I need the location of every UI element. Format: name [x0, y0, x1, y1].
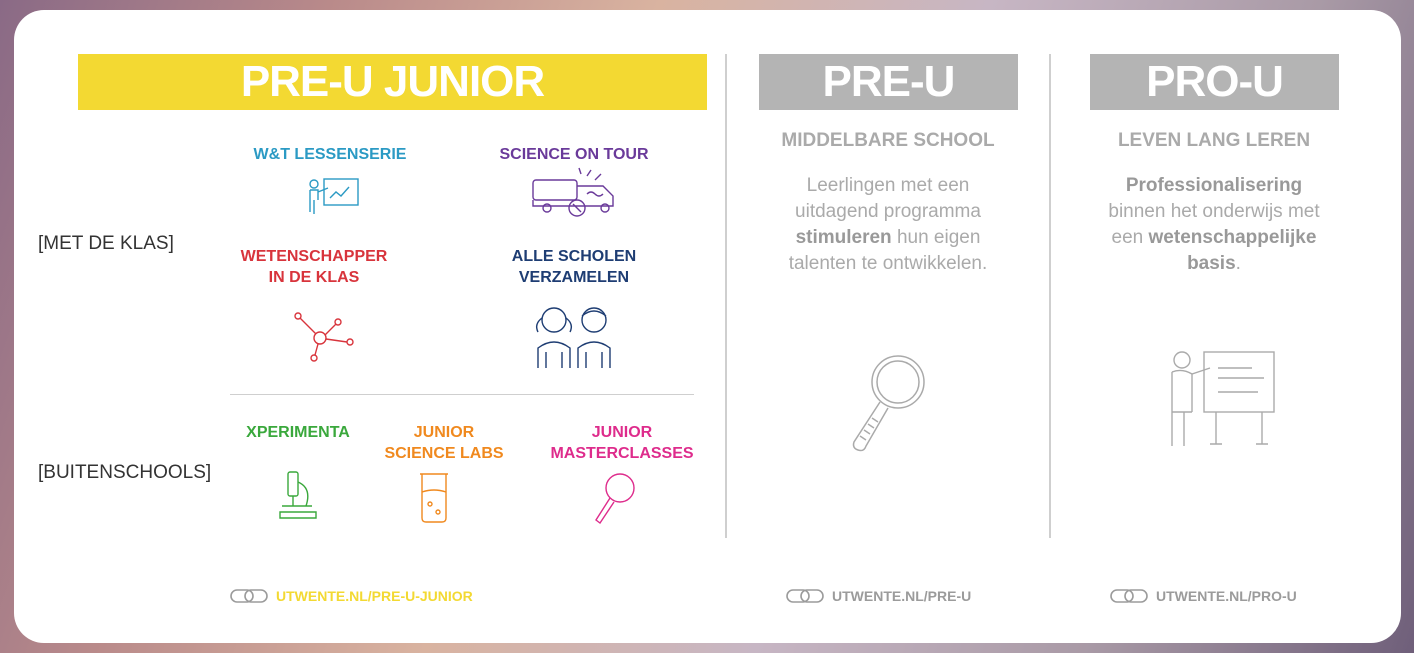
item-junior-masterclasses[interactable]: JUNIOR MASTERCLASSES	[550, 424, 694, 462]
programs-card: PRE-U JUNIOR [MET DE KLAS] [BUITENSCHOOL…	[14, 10, 1401, 643]
link-pre-u[interactable]: UTWENTE.NL/PRE-U	[786, 588, 971, 604]
beaker-icon	[420, 473, 448, 523]
molecule-icon	[294, 312, 354, 362]
pre-u-banner: PRE-U	[759, 54, 1018, 110]
pre-u-title: PRE-U	[822, 57, 956, 106]
pro-u-subtitle: LEVEN LANG LEREN	[1117, 130, 1311, 151]
column-divider-1	[725, 54, 727, 538]
link-icon	[230, 589, 268, 603]
magnifier-icon	[852, 355, 925, 452]
children-icon	[535, 307, 611, 368]
item-wt-lessenserie[interactable]: W&T LESSENSERIE	[253, 146, 407, 163]
junior-divider	[230, 394, 694, 395]
teacher-board-icon	[309, 178, 359, 214]
presenter-board-icon	[1171, 351, 1275, 446]
pro-u-title: PRO-U	[1146, 57, 1284, 106]
pre-u-description: Leerlingen met een uitdagend programma s…	[788, 175, 988, 274]
pro-u-banner: PRO-U	[1090, 54, 1339, 110]
row-label-met-de-klas: [MET DE KLAS]	[38, 233, 174, 254]
link-pre-u-junior[interactable]: UTWENTE.NL/PRE-U-JUNIOR	[230, 588, 473, 604]
truck-icon	[532, 167, 614, 217]
row-label-buitenschools: [BUITENSCHOOLS]	[38, 462, 212, 483]
magnifier-icon	[595, 473, 635, 525]
pre-u-junior-title: PRE-U JUNIOR	[240, 57, 545, 106]
item-xperimenta[interactable]: XPERIMENTA	[246, 424, 350, 441]
pre-u-subtitle: MIDDELBARE SCHOOL	[781, 130, 995, 151]
link-pro-u[interactable]: UTWENTE.NL/PRO-U	[1110, 588, 1297, 604]
microscope-icon	[279, 471, 317, 519]
link-icon	[786, 589, 824, 603]
pre-u-junior-banner: PRE-U JUNIOR	[78, 54, 707, 110]
link-icon	[1110, 589, 1148, 603]
column-divider-2	[1049, 54, 1051, 538]
item-science-on-tour[interactable]: SCIENCE ON TOUR	[499, 146, 649, 163]
item-alle-scholen-verzamelen[interactable]: ALLE SCHOLEN VERZAMELEN	[511, 248, 637, 286]
pro-u-description: Professionalisering binnen het onderwijs…	[1108, 175, 1320, 274]
item-wetenschapper-in-de-klas[interactable]: WETENSCHAPPER IN DE KLAS	[240, 248, 388, 286]
item-junior-science-labs[interactable]: JUNIOR SCIENCE LABS	[384, 424, 504, 462]
